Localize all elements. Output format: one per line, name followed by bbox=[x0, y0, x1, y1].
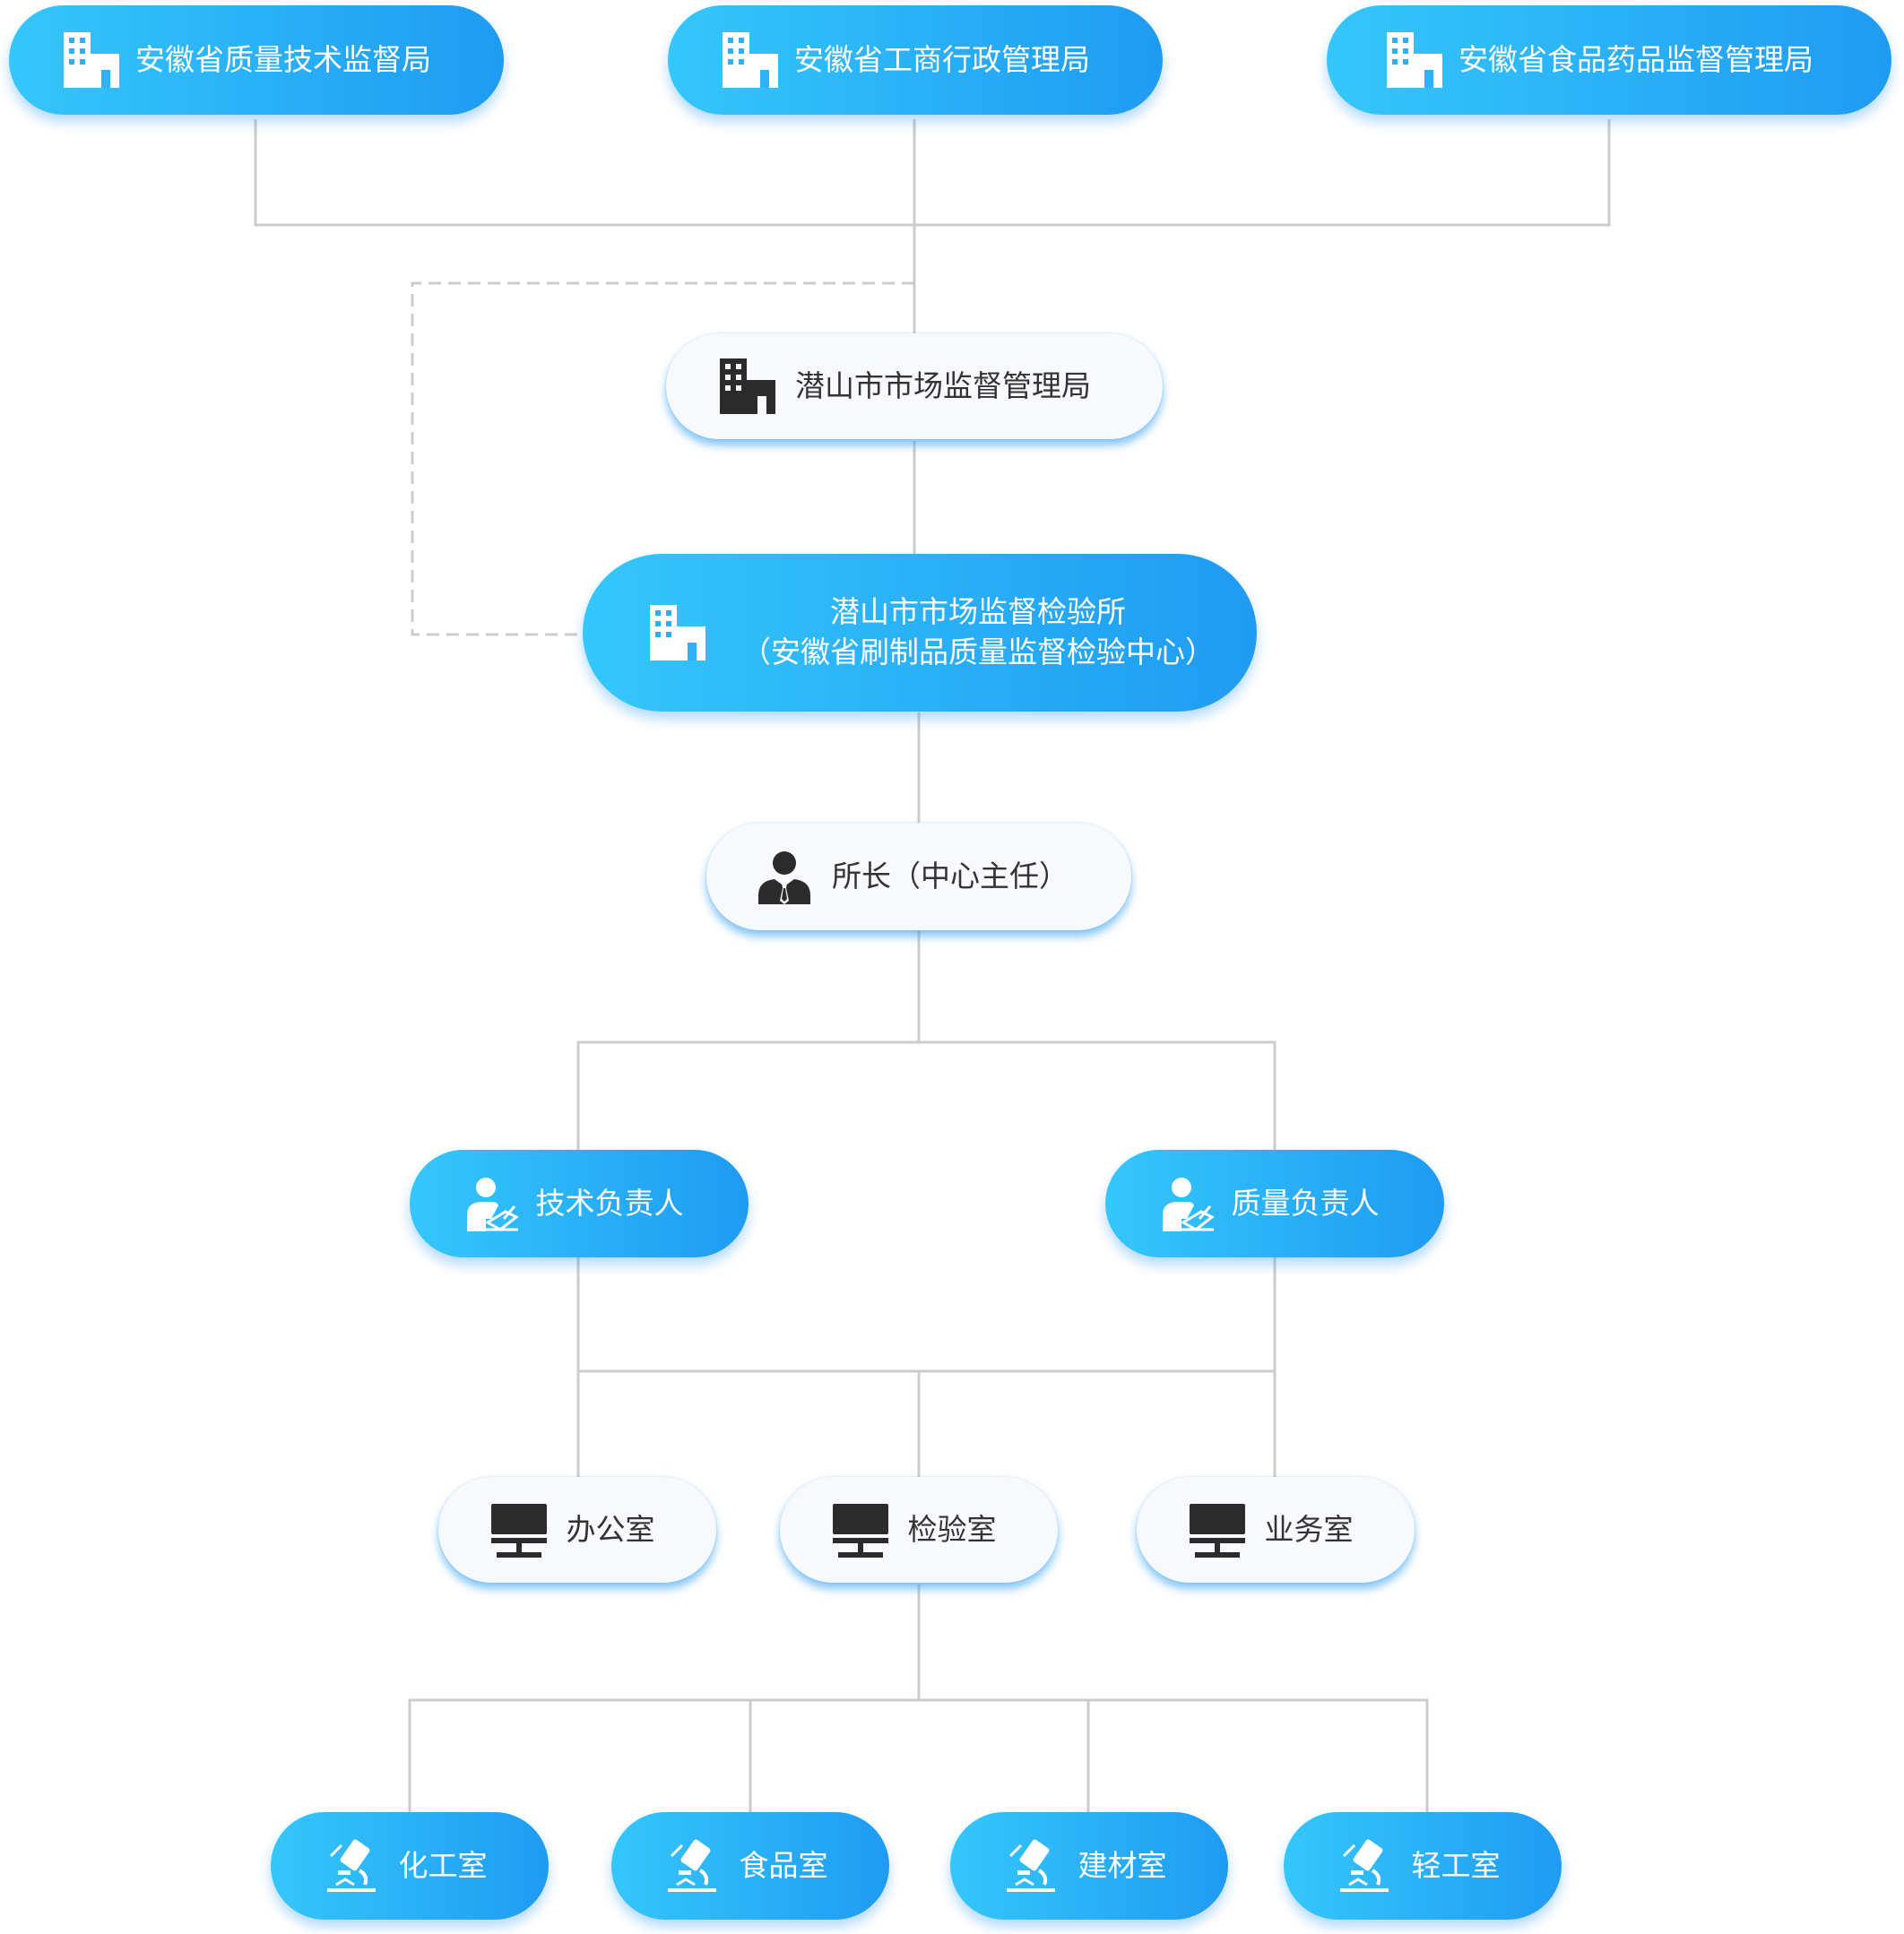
microscope-icon bbox=[1003, 1838, 1059, 1894]
node-institute-text: 潜山市市场监督检验所 （安徽省刷制品质量监督检验中心） bbox=[741, 592, 1215, 672]
node-label: 化工室 bbox=[398, 1847, 488, 1883]
connector-director-to-leads bbox=[576, 930, 1277, 1150]
node-bureau-food-drug: 安徽省食品药品监督管理局 bbox=[1327, 5, 1891, 115]
node-business-room: 业务室 bbox=[1137, 1477, 1415, 1583]
node-label: 建材室 bbox=[1077, 1847, 1167, 1883]
person-writing-icon bbox=[1160, 1176, 1216, 1231]
node-label-line2: （安徽省刷制品质量监督检验中心） bbox=[741, 635, 1215, 669]
node-inspection-room: 检验室 bbox=[780, 1477, 1058, 1583]
connector-dashed bbox=[411, 281, 914, 636]
building-icon bbox=[723, 32, 778, 88]
connector-leads-to-rooms bbox=[576, 1257, 1277, 1477]
node-label: 办公室 bbox=[566, 1511, 655, 1547]
businessman-icon bbox=[757, 849, 812, 904]
desk-icon bbox=[490, 1502, 547, 1558]
node-tech-lead: 技术负责人 bbox=[410, 1150, 749, 1257]
node-institute: 潜山市市场监督检验所 （安徽省刷制品质量监督检验中心） bbox=[583, 554, 1257, 712]
node-quality-lead: 质量负责人 bbox=[1105, 1150, 1444, 1257]
building-icon bbox=[1387, 32, 1442, 88]
node-label: 所长（中心主任） bbox=[832, 858, 1069, 894]
node-bureau-quality: 安徽省质量技术监督局 bbox=[9, 5, 504, 115]
building-icon bbox=[650, 605, 705, 660]
desk-icon bbox=[832, 1502, 888, 1558]
node-label: 食品室 bbox=[739, 1847, 828, 1883]
node-label: 质量负责人 bbox=[1231, 1185, 1380, 1221]
node-label: 检验室 bbox=[907, 1511, 997, 1547]
node-label: 轻工室 bbox=[1411, 1847, 1501, 1883]
node-label: 安徽省工商行政管理局 bbox=[794, 41, 1090, 77]
node-label: 安徽省质量技术监督局 bbox=[135, 41, 431, 77]
node-light-room: 轻工室 bbox=[1284, 1812, 1562, 1920]
node-office: 办公室 bbox=[438, 1477, 716, 1583]
node-material-room: 建材室 bbox=[950, 1812, 1228, 1920]
node-bureau-commerce: 安徽省工商行政管理局 bbox=[668, 5, 1163, 115]
node-chem-room: 化工室 bbox=[271, 1812, 549, 1920]
node-label: 潜山市市场监督管理局 bbox=[795, 367, 1091, 403]
node-label: 技术负责人 bbox=[535, 1185, 684, 1221]
microscope-icon bbox=[664, 1838, 720, 1894]
connector-top-bus bbox=[254, 119, 1611, 227]
node-label: 安徽省食品药品监督管理局 bbox=[1458, 41, 1813, 77]
node-city-bureau: 潜山市市场监督管理局 bbox=[666, 333, 1163, 439]
node-director: 所长（中心主任） bbox=[706, 823, 1131, 930]
person-writing-icon bbox=[464, 1176, 520, 1231]
desk-icon bbox=[1189, 1502, 1245, 1558]
node-label: 业务室 bbox=[1264, 1511, 1354, 1547]
microscope-icon bbox=[1337, 1838, 1392, 1894]
microscope-icon bbox=[324, 1838, 379, 1894]
node-food-room: 食品室 bbox=[611, 1812, 889, 1920]
connector-inspection-to-labs bbox=[408, 1584, 1429, 1812]
building-icon bbox=[64, 32, 119, 88]
building-icon bbox=[720, 358, 775, 414]
node-label-line1: 潜山市市场监督检验所 bbox=[830, 594, 1126, 630]
